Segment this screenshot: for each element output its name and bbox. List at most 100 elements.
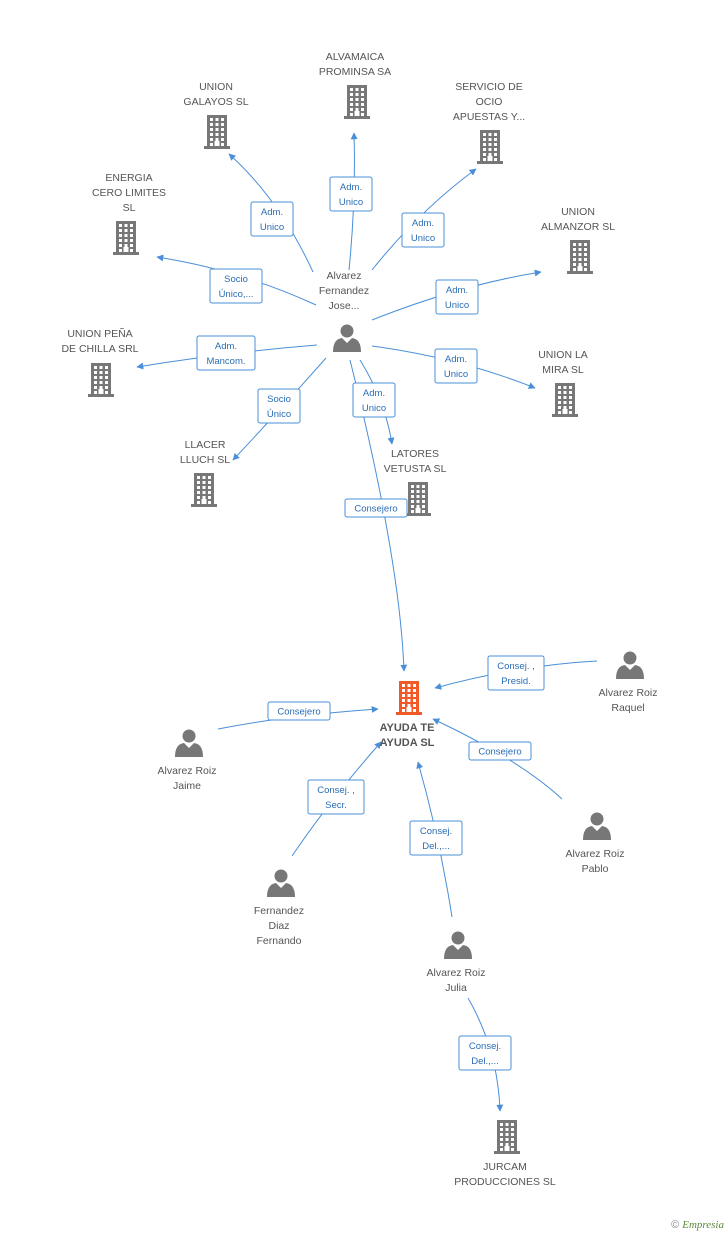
node-label-servicio_ocio[interactable]: SERVICIO DE (455, 81, 523, 93)
edge-label-person_jose-to-union_pena[interactable]: Adm. Mancom. (196, 335, 256, 371)
node-label-latores[interactable]: VETUSTA SL (384, 463, 447, 475)
node-label-energia[interactable]: CERO LIMITES (92, 187, 166, 199)
edge-label-person_jose-to-servicio_ocio[interactable]: Adm.Unico (401, 212, 445, 248)
edge-label-text: Consej. (469, 1041, 501, 1052)
node-label-person_jose[interactable]: Alvarez (326, 270, 361, 282)
node-label-union_pena[interactable]: UNION PEÑA (67, 327, 132, 340)
edge-label-text: Presid. (501, 676, 531, 687)
edge-label-text: Unico (411, 233, 435, 244)
node-label-jurcam[interactable]: JURCAM (483, 1161, 527, 1173)
edges-layer (136, 132, 598, 1112)
edge-label-text: Adm. (261, 207, 283, 218)
node-label-union_pena[interactable]: DE CHILLA SRL (61, 343, 138, 355)
node-label-union_almanzor[interactable]: ALMANZOR SL (541, 221, 615, 233)
edge-label-text: Consejero (277, 707, 320, 718)
edge-label-person_jose-to-alvamaica[interactable]: Adm.Unico (329, 176, 373, 212)
node-label-llacer[interactable]: LLUCH SL (180, 454, 230, 466)
building-icon[interactable] (494, 1120, 520, 1154)
node-label-pablo[interactable]: Pablo (582, 863, 609, 875)
edge-label-text: Mancom. (206, 356, 245, 367)
node-label-pablo[interactable]: Alvarez Roiz (566, 848, 625, 860)
edge-label-text: Consej. , (317, 785, 355, 796)
edge-label-person_jose-to-main[interactable]: Consejero (344, 498, 408, 518)
person-icon[interactable] (333, 324, 361, 353)
node-label-main[interactable]: AYUDA TE (380, 722, 435, 734)
edge-label-text: Secr. (325, 800, 347, 811)
person-icon[interactable] (267, 869, 295, 898)
node-label-union_mira[interactable]: MIRA SL (542, 364, 584, 376)
edge-label-text: Unico (362, 403, 386, 414)
node-label-main[interactable]: AYUDA SL (380, 737, 435, 749)
edge-label-fernando-to-main[interactable]: Consej. , Secr. (307, 779, 365, 815)
edge-label-text: Consej. (420, 826, 452, 837)
edge-label-person_jose-to-union_mira[interactable]: Adm.Unico (434, 348, 478, 384)
node-label-union_galayos[interactable]: UNION (199, 81, 233, 93)
edge-label-text: Socio (224, 274, 248, 285)
building-icon[interactable] (191, 473, 217, 507)
node-label-person_jose[interactable]: Jose... (329, 300, 360, 312)
node-label-latores[interactable]: LATORES (391, 448, 439, 460)
nodes-layer: AlvarezFernandezJose...ALVAMAICAPROMINSA… (61, 51, 657, 1188)
edge-label-text: Consejero (478, 747, 521, 758)
person-icon[interactable] (583, 812, 611, 841)
person-icon[interactable] (175, 729, 203, 758)
building-icon[interactable] (552, 383, 578, 417)
building-icon[interactable] (567, 240, 593, 274)
edge-label-text: Único,... (219, 289, 254, 300)
node-label-servicio_ocio[interactable]: OCIO (476, 96, 503, 108)
edge-label-text: Consejero (354, 504, 397, 515)
main-company-building-icon[interactable] (396, 681, 422, 715)
edge-label-text: Adm. (446, 285, 468, 296)
edge-label-pablo-to-main[interactable]: Consejero (468, 741, 532, 761)
edge-label-text: Adm. (340, 182, 362, 193)
building-icon[interactable] (477, 130, 503, 164)
edge-label-julia-to-jurcam[interactable]: Consej.Del.,... (458, 1035, 512, 1071)
node-label-jaime[interactable]: Alvarez Roiz (158, 765, 217, 777)
node-label-union_almanzor[interactable]: UNION (561, 206, 595, 218)
node-label-person_jose[interactable]: Fernandez (319, 285, 369, 297)
building-icon[interactable] (88, 363, 114, 397)
edge-label-person_jose-to-energia[interactable]: SocioÚnico,... (209, 268, 263, 304)
node-label-fernando[interactable]: Fernando (257, 935, 302, 947)
edge-label-text: Único (267, 409, 291, 420)
person-icon[interactable] (444, 931, 472, 960)
building-icon[interactable] (405, 482, 431, 516)
edge-label-text: Unico (444, 369, 468, 380)
node-label-alvamaica[interactable]: PROMINSA SA (319, 66, 391, 78)
copyright-symbol: © (671, 1219, 680, 1231)
node-label-llacer[interactable]: LLACER (185, 439, 226, 451)
node-label-julia[interactable]: Julia (445, 982, 467, 994)
node-label-union_galayos[interactable]: GALAYOS SL (183, 96, 248, 108)
node-label-raquel[interactable]: Alvarez Roiz (599, 687, 658, 699)
node-label-fernando[interactable]: Diaz (268, 920, 289, 932)
node-label-raquel[interactable]: Raquel (611, 702, 644, 714)
edge-label-person_jose-to-union_galayos[interactable]: Adm. Unico (250, 201, 294, 237)
node-label-energia[interactable]: ENERGIA (105, 172, 152, 184)
edge-label-person_jose-to-union_almanzor[interactable]: Adm.Unico (435, 279, 479, 315)
edge-label-text: Adm. (215, 341, 237, 352)
building-icon[interactable] (344, 85, 370, 119)
node-label-union_mira[interactable]: UNION LA (538, 349, 588, 361)
footer-brand: © Empresia (671, 1219, 724, 1231)
person-icon[interactable] (616, 651, 644, 680)
node-label-alvamaica[interactable]: ALVAMAICA (326, 51, 385, 63)
edge-label-text: Unico (260, 222, 284, 233)
node-label-jurcam[interactable]: PRODUCCIONES SL (454, 1176, 556, 1188)
node-label-jaime[interactable]: Jaime (173, 780, 201, 792)
edge-label-raquel-to-main[interactable]: Consej. ,Presid. (487, 655, 545, 691)
node-label-julia[interactable]: Alvarez Roiz (427, 967, 486, 979)
edge-label-text: Socio (267, 394, 291, 405)
node-label-energia[interactable]: SL (123, 202, 136, 214)
node-label-servicio_ocio[interactable]: APUESTAS Y... (453, 111, 525, 123)
brand-logo[interactable]: Empresia (682, 1219, 724, 1231)
edge-label-person_jose-to-latores[interactable]: Adm. Unico (352, 382, 396, 418)
edge-label-text: Adm. (363, 388, 385, 399)
building-icon[interactable] (113, 221, 139, 255)
edge-label-julia-to-main[interactable]: Consej.Del.,... (409, 820, 463, 856)
edge-label-jaime-to-main[interactable]: Consejero (267, 701, 331, 721)
building-icon[interactable] (204, 115, 230, 149)
node-label-fernando[interactable]: Fernandez (254, 905, 304, 917)
